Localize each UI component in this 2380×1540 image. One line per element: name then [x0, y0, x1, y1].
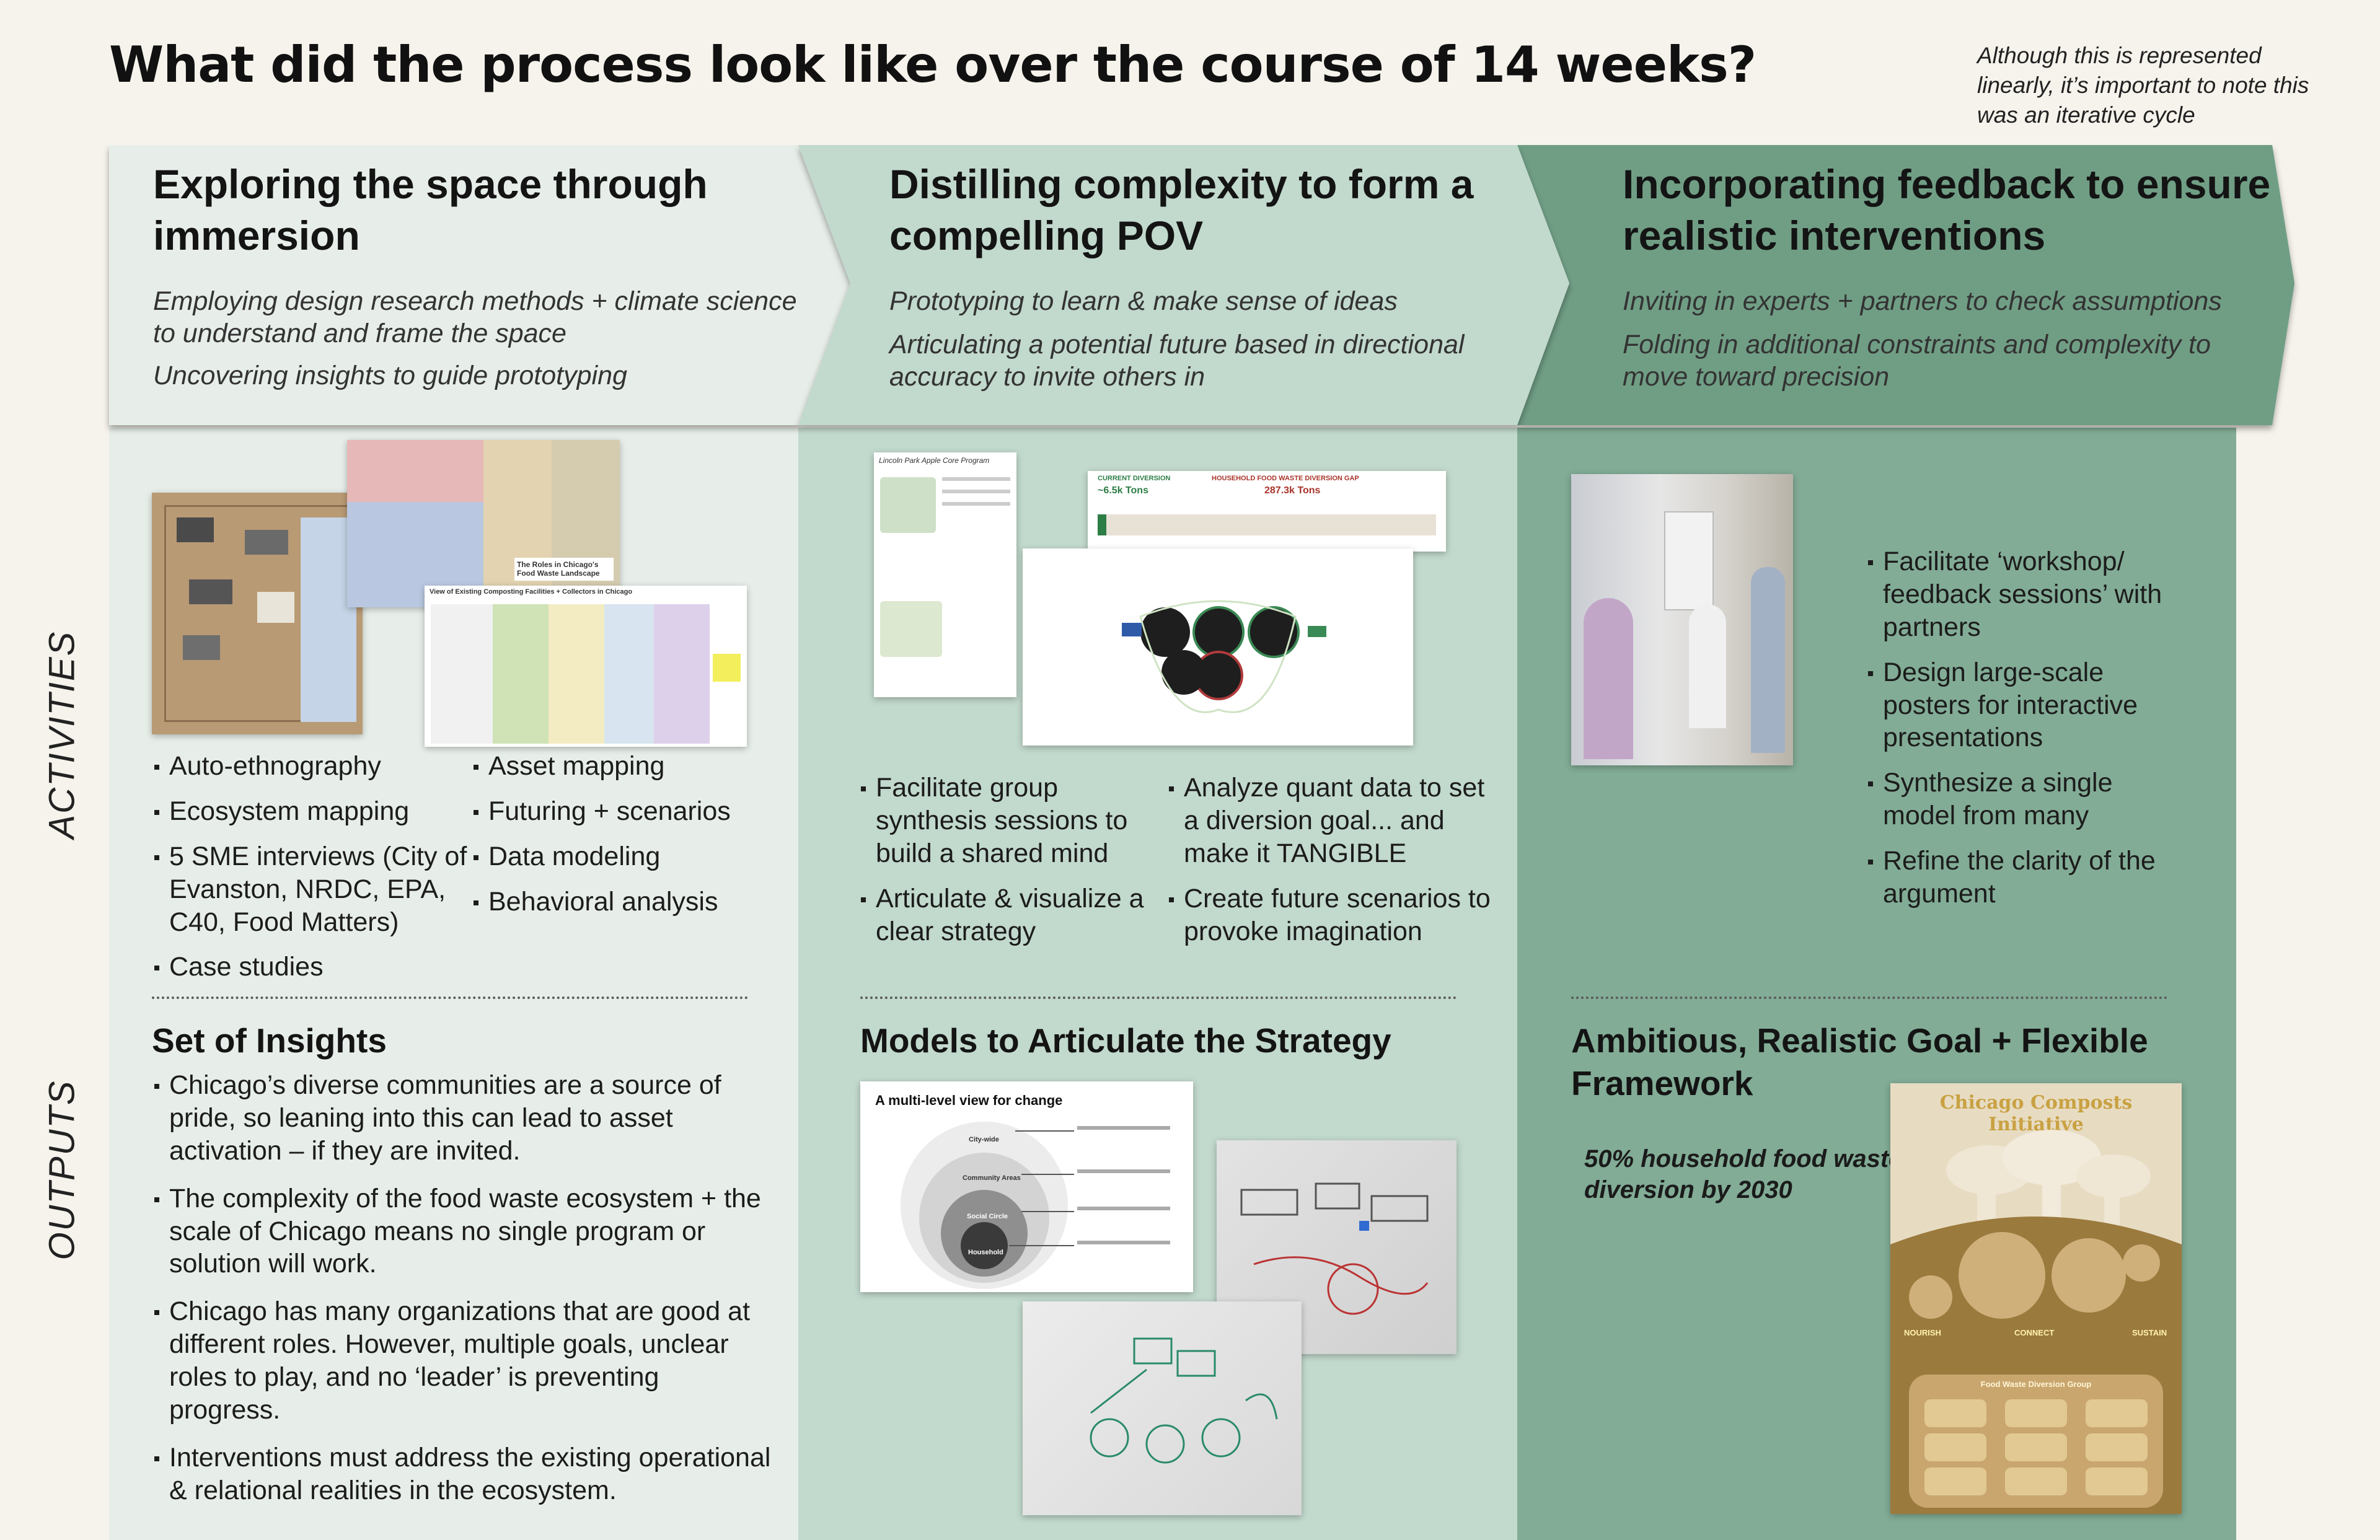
stage3-chevron — [1517, 145, 2294, 425]
whiteboard-photo-2 — [1023, 1301, 1302, 1515]
activity-item: Asset mapping — [471, 750, 793, 783]
poster-illustration — [1890, 1130, 2182, 1514]
section-divider — [152, 997, 748, 999]
activity-item: Articulate & visualize a clear strategy — [858, 882, 1162, 948]
current-diversion-value: ~6.5k Tons — [1098, 485, 1148, 496]
apple-core-program-thumbnail: Lincoln Park Apple Core Program — [874, 452, 1016, 697]
activities-label: ACTIVITIES — [42, 630, 82, 839]
composting-map-title: View of Existing Composting Facilities +… — [430, 588, 633, 596]
stage1-activities-right: Asset mapping Futuring + scenarios Data … — [471, 750, 793, 931]
activity-item: Synthesize a single model from many — [1866, 767, 2188, 832]
iteration-note: Although this is represented linearly, i… — [1977, 43, 2309, 128]
diversion-gap-label: HOUSEHOLD FOOD WASTE DIVERSION GAP — [1212, 475, 1359, 482]
activity-item: Behavioral analysis — [471, 886, 793, 918]
stage1-activities-left: Auto-ethnography Ecosystem mapping 5 SME… — [152, 750, 474, 996]
stage2-activities-left: Facilitate group synthesis sessions to b… — [858, 772, 1162, 960]
insight-item: Interventions must address the existing … — [152, 1441, 772, 1507]
stage3-subtitle-1: Inviting in experts + partners to check … — [1623, 286, 2222, 316]
workshop-board-photo — [152, 493, 363, 734]
activity-item: Refine the clarity of the argument — [1866, 845, 2188, 910]
poster-label: SUSTAIN — [2132, 1328, 2167, 1337]
stage2-activities-right: Analyze quant data to set a diversion go… — [1166, 772, 1501, 960]
stage1-chevron — [109, 145, 850, 425]
section-divider — [860, 997, 1457, 999]
stage3-subtitle-2: Folding in additional constraints and co… — [1623, 330, 2211, 392]
output3-heading: Ambitious, Realistic Goal + Flexible Fra… — [1571, 1021, 2148, 1102]
stage1-title: Exploring the space through immersion — [153, 161, 708, 258]
activity-item: Data modeling — [471, 840, 793, 873]
current-diversion-label: CURRENT DIVERSION — [1098, 475, 1171, 482]
activity-item: Analyze quant data to set a diversion go… — [1166, 772, 1501, 870]
output1-heading: Set of Insights — [152, 1021, 387, 1060]
section-divider — [1571, 997, 2167, 999]
process-chevrons — [109, 145, 2294, 425]
multilevel-model-thumbnail: A multi-level view for change City-wide … — [860, 1081, 1193, 1292]
insight-item: The complexity of the food waste ecosyst… — [152, 1182, 772, 1281]
composting-map-thumbnail: View of Existing Composting Facilities +… — [425, 586, 747, 747]
roles-landscape-thumbnail: The Roles in Chicago's Food Waste Landsc… — [347, 440, 620, 607]
activity-item: Facilitate group synthesis sessions to b… — [858, 772, 1162, 870]
activity-item: Facilitate ‘workshop/ feedback sessions’… — [1866, 545, 2188, 644]
level-label: City-wide — [969, 1136, 999, 1143]
poster-label: NOURISH — [1904, 1328, 1941, 1337]
level-label: Social Circle — [967, 1213, 1008, 1220]
feedback-session-photo — [1571, 474, 1793, 765]
outputs-label: OUTPUTS — [42, 1080, 82, 1261]
activity-item: Case studies — [152, 951, 474, 983]
stage2-title: Distilling complexity to form a compelli… — [889, 161, 1474, 258]
page-title: What did the process look like over the … — [109, 36, 1756, 94]
poster-label: CONNECT — [2014, 1328, 2055, 1337]
level-label: Household — [968, 1249, 1003, 1256]
activity-item: 5 SME interviews (City of Evanston, NRDC… — [152, 840, 474, 939]
insight-item: Chicago’s diverse communities are a sour… — [152, 1069, 772, 1168]
chicago-composts-poster: Chicago Composts Initiative NOURISH CONN… — [1890, 1083, 2182, 1514]
stage3-title: Incorporating feedback to ensure realist… — [1623, 161, 2271, 258]
level-label: Community Areas — [963, 1174, 1021, 1182]
stage2-subtitle-2: Articulating a potential future based in… — [889, 330, 1465, 392]
apple-core-title: Lincoln Park Apple Core Program — [879, 456, 990, 465]
stage1-subtitle-1: Employing design research methods + clim… — [153, 286, 797, 349]
stage2-subtitle-1: Prototyping to learn & make sense of ide… — [889, 286, 1398, 316]
activity-item: Auto-ethnography — [152, 750, 474, 783]
activity-item: Futuring + scenarios — [471, 795, 793, 828]
poster-group: Food Waste Diversion Group — [1980, 1379, 2092, 1389]
insight-item: Chicago has many organizations that are … — [152, 1295, 772, 1427]
community-model-thumbnail — [1023, 548, 1413, 746]
concentric-circles — [901, 1122, 1170, 1289]
insights-list: Chicago’s diverse communities are a sour… — [152, 1069, 772, 1522]
diversion-gap-value: 287.3k Tons — [1264, 485, 1321, 496]
activity-item: Create future scenarios to provoke imagi… — [1166, 882, 1501, 948]
output2-heading: Models to Articulate the Strategy — [860, 1021, 1391, 1060]
activity-item: Ecosystem mapping — [152, 795, 474, 828]
model-diagram — [1122, 600, 1326, 713]
diversion-gap-thumbnail: CURRENT DIVERSION ~6.5k Tons HOUSEHOLD F… — [1088, 471, 1446, 552]
multilevel-title: A multi-level view for change — [875, 1093, 1063, 1108]
stage2-chevron — [798, 145, 1569, 425]
activity-item: Design large-scale posters for interacti… — [1866, 656, 2188, 755]
stage3-activities: Facilitate ‘workshop/ feedback sessions’… — [1866, 545, 2188, 923]
stage1-subtitle-2: Uncovering insights to guide prototyping — [153, 361, 627, 390]
goal-statement: 50% household food waste diversion by 20… — [1584, 1145, 1903, 1203]
landscape-title: The Roles in Chicago's Food Waste Landsc… — [514, 558, 614, 581]
